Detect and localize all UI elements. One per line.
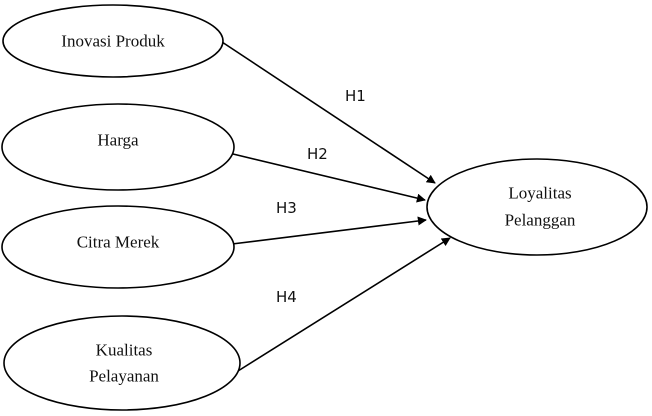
- ellipse-inovasi-produk: [2, 4, 224, 78]
- arrow-h4: [237, 237, 451, 372]
- arrow-h1: [221, 41, 436, 184]
- node-kualitas-pelayanan: Kualitas Pelayanan: [3, 315, 241, 411]
- node-label-loyalitas-pelanggan-line1: Loyalitas: [508, 184, 571, 203]
- ellipse-citra-merek: [1, 205, 235, 289]
- edge-h1: H1: [221, 41, 436, 184]
- edge-label-h3: H3: [276, 199, 297, 217]
- node-citra-merek: Citra Merek: [1, 205, 235, 289]
- node-label-harga: Harga: [97, 131, 139, 150]
- ellipse-kualitas-pelayanan: [3, 315, 241, 411]
- node-harga: Harga: [1, 103, 235, 191]
- edge-label-h1: H1: [345, 87, 366, 105]
- node-label-citra-merek: Citra Merek: [77, 233, 160, 252]
- node-label-inovasi-produk: Inovasi Produk: [61, 32, 165, 51]
- edge-label-h4: H4: [276, 288, 297, 306]
- node-loyalitas-pelanggan: Loyalitas Pelanggan: [426, 158, 648, 256]
- arrow-h3: [231, 216, 427, 245]
- edge-h3: H3: [231, 199, 427, 245]
- ellipse-harga: [1, 103, 235, 191]
- edge-h4: H4: [237, 237, 451, 372]
- node-inovasi-produk: Inovasi Produk: [2, 4, 224, 78]
- ellipse-loyalitas-pelanggan: [426, 158, 648, 256]
- node-label-loyalitas-pelanggan-line2: Pelanggan: [505, 211, 576, 230]
- arrow-h2: [232, 153, 426, 203]
- node-label-kualitas-pelayanan-line1: Kualitas: [96, 341, 153, 360]
- node-label-kualitas-pelayanan-line2: Pelayanan: [89, 367, 159, 386]
- edge-h2: H2: [232, 145, 426, 203]
- edge-label-h2: H2: [307, 145, 328, 163]
